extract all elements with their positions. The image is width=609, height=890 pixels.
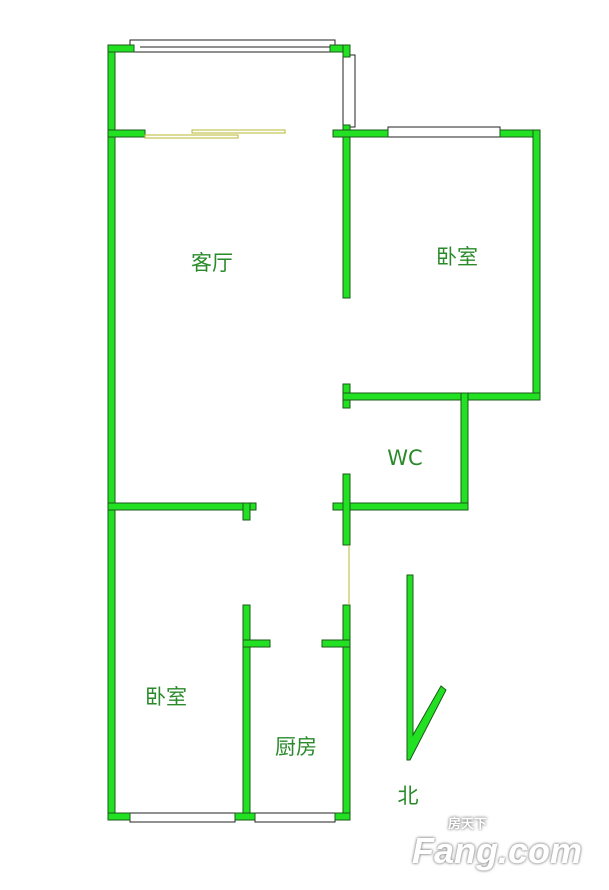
compass-north-label: 北 bbox=[397, 784, 419, 808]
north-arrow-icon bbox=[406, 574, 447, 761]
room-label-wc: WC bbox=[387, 446, 423, 470]
watermark-logo: 房天下 Fang.com bbox=[412, 816, 582, 871]
doors bbox=[144, 129, 350, 605]
room-label-kitchen: 厨房 bbox=[275, 735, 317, 759]
walls bbox=[107, 44, 541, 821]
watermark-cn: 房天下 bbox=[448, 816, 488, 831]
room-label-living: 客厅 bbox=[191, 251, 233, 275]
room-label-bedroom-ne: 卧室 bbox=[436, 245, 478, 269]
room-label-bedroom-sw: 卧室 bbox=[145, 685, 187, 709]
watermark-brand: Fang.com bbox=[412, 830, 583, 871]
